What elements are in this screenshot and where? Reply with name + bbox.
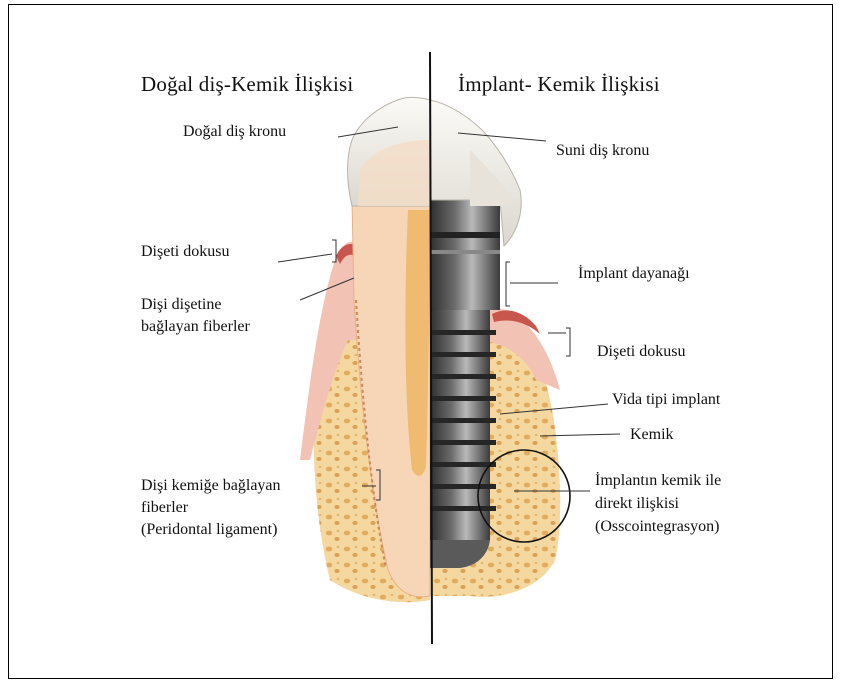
label-abutment: İmplant dayanağı <box>578 264 690 283</box>
left-title: Doğal diş-Kemik İlişkisi <box>141 72 353 97</box>
label-gingival-fibers-1: Dişi dişetine <box>141 295 221 314</box>
label-pdl-1: Dişi kemiğe bağlayan <box>141 476 281 495</box>
label-osseo-2: direkt ilişkisi <box>595 494 679 513</box>
right-title: İmplant- Kemik İlişkisi <box>458 72 660 97</box>
label-bone: Kemik <box>630 425 674 444</box>
label-osseo-3: (Osscointegrasyon) <box>595 517 719 536</box>
label-right-gingiva: Dişeti dokusu <box>597 342 685 361</box>
label-gingival-fibers-2: bağlayan fiberler <box>141 317 250 336</box>
label-left-gingiva: Dişeti dokusu <box>141 242 229 261</box>
label-pdl-3: (Peridontal ligament) <box>141 520 277 539</box>
label-pdl-2: fiberler <box>141 498 188 517</box>
natural-tooth-half <box>300 97 430 602</box>
implant-half <box>430 100 560 597</box>
label-screw-implant: Vida tipi implant <box>612 390 720 409</box>
label-osseo-1: İmplantın kemik ile <box>595 471 721 490</box>
label-natural-crown: Doğal diş kronu <box>183 122 286 141</box>
label-artificial-crown: Suni diş kronu <box>556 141 649 160</box>
